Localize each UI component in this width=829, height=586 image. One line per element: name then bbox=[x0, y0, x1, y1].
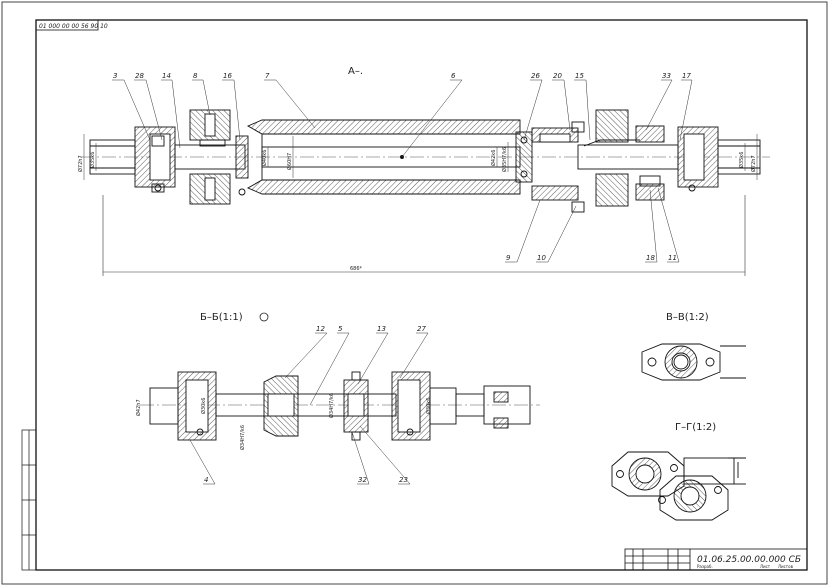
dim-b-4: Ø34H7/k6 bbox=[328, 393, 335, 418]
dim-a-5: Ø42k6 bbox=[490, 150, 497, 166]
callout-12: 12 bbox=[316, 325, 325, 333]
dim-a-2: Ø35k6 bbox=[89, 152, 96, 168]
section-g-title: Г–Г(1:2) bbox=[675, 422, 716, 433]
top-stamp: 01 000 00 00 56 90 10 bbox=[35, 19, 108, 31]
top-stamp-text: 01 000 00 00 56 90 10 bbox=[39, 23, 108, 30]
callout-5: 5 bbox=[338, 325, 343, 333]
section-v-title: В–В(1:2) bbox=[666, 312, 709, 323]
dim-a-8: Ø72h7 bbox=[750, 155, 757, 172]
title-block-developer: Разраб. bbox=[697, 564, 713, 569]
callout-33: 33 bbox=[662, 72, 671, 80]
callout-6: 6 bbox=[451, 72, 456, 80]
dim-b-2: Ø30k6 bbox=[200, 398, 207, 414]
dim-a-4: Ø60H7 bbox=[286, 153, 293, 170]
view-a-leaders-bottom bbox=[505, 187, 680, 263]
rotate-view-icon bbox=[259, 312, 269, 322]
callout-17: 17 bbox=[682, 72, 691, 80]
dim-b-1: Ø42h7 bbox=[135, 399, 142, 416]
callout-7: 7 bbox=[265, 72, 270, 80]
callout-13: 13 bbox=[377, 325, 386, 333]
document-code: 01.06.25.00.00.000 СБ bbox=[697, 555, 801, 565]
callout-26: 26 bbox=[531, 72, 540, 80]
title-block bbox=[624, 548, 808, 571]
dim-a-7: Ø35k6 bbox=[738, 152, 745, 168]
callout-8: 8 bbox=[193, 72, 198, 80]
callout-28: 28 bbox=[135, 72, 144, 80]
callout-20: 20 bbox=[553, 72, 562, 80]
section-b-title: Б–Б(1:1) bbox=[200, 312, 243, 323]
callout-15: 15 bbox=[575, 72, 584, 80]
view-a-main-assembly bbox=[80, 109, 770, 213]
section-b-leaders bbox=[189, 332, 429, 485]
callout-23: 23 bbox=[399, 476, 408, 484]
dim-b-3: Ø34H7/k6 bbox=[239, 425, 246, 450]
section-v-drawing bbox=[641, 343, 746, 381]
section-b-assembly bbox=[140, 371, 540, 441]
callout-3: 3 bbox=[113, 72, 117, 80]
callout-32: 32 bbox=[358, 476, 367, 484]
callout-9: 9 bbox=[506, 254, 511, 262]
dim-b-5: Ø30k6 bbox=[425, 398, 432, 414]
callout-27: 27 bbox=[417, 325, 426, 333]
title-block-sheets: Листов bbox=[778, 564, 794, 569]
drawing-frame bbox=[35, 19, 808, 571]
callout-16: 16 bbox=[223, 72, 232, 80]
left-margin-table bbox=[21, 429, 37, 571]
title-block-sheet: Лист bbox=[760, 564, 771, 569]
view-a-title: А–. bbox=[348, 66, 363, 77]
callout-10: 10 bbox=[537, 254, 546, 262]
section-g-drawing bbox=[611, 451, 746, 521]
callout-4: 4 bbox=[204, 476, 208, 484]
overall-dimension bbox=[102, 195, 746, 276]
callout-11: 11 bbox=[668, 254, 677, 262]
dim-a-3: Ø40k6 bbox=[261, 150, 268, 166]
callout-14: 14 bbox=[162, 72, 171, 80]
dim-a-6: Ø35H7/k6 bbox=[501, 147, 508, 172]
callout-18: 18 bbox=[646, 254, 655, 262]
view-a-dimension-lines bbox=[83, 134, 758, 180]
dim-a-1: Ø72h7 bbox=[77, 155, 84, 172]
overall-dimension-label: 686* bbox=[350, 266, 363, 272]
view-a-leaders-top bbox=[112, 79, 693, 158]
